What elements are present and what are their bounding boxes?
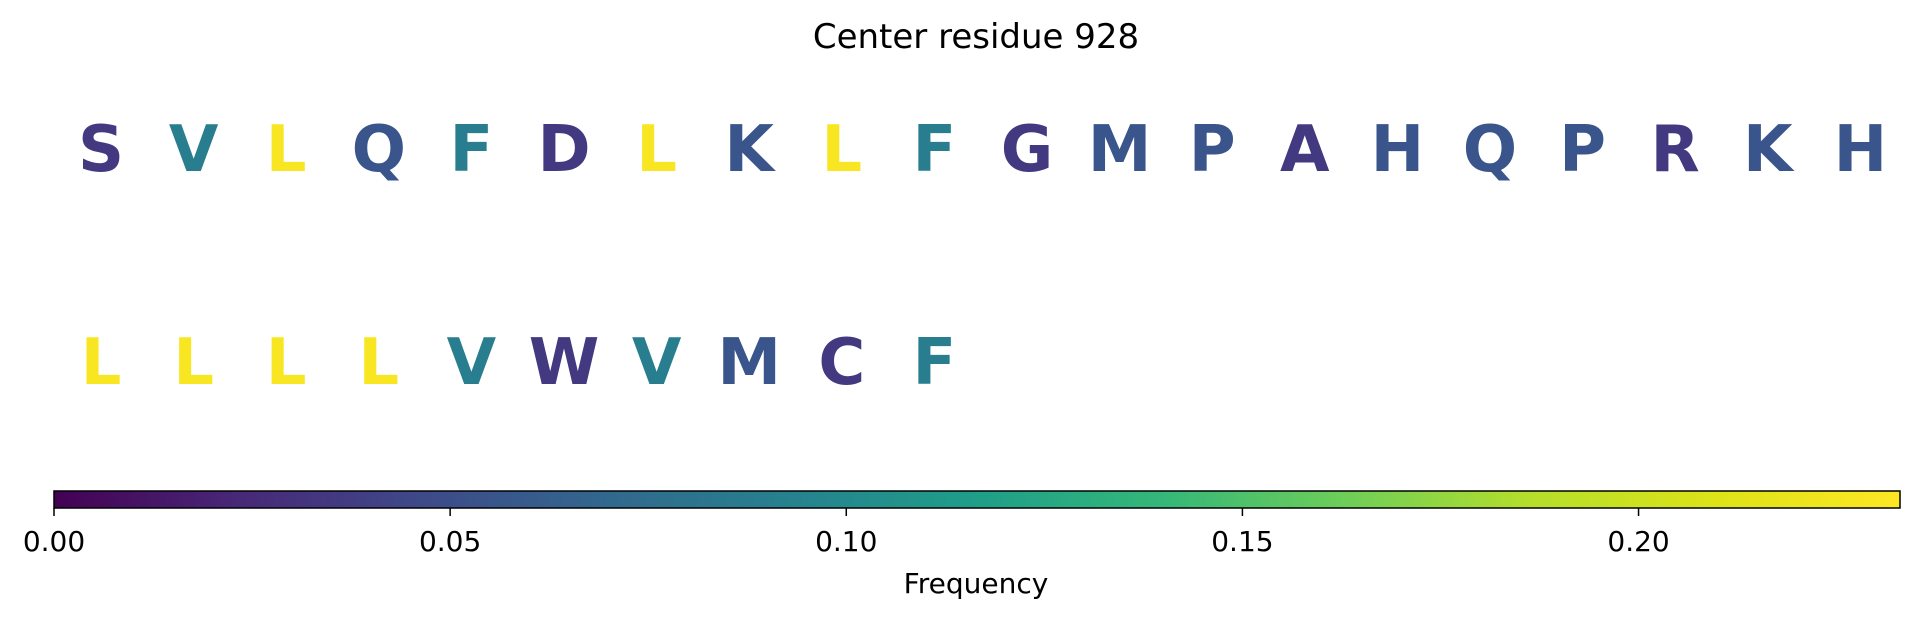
residue-letter: L <box>266 326 307 400</box>
residue-letter: F <box>450 113 494 187</box>
residue-letter: L <box>636 113 677 187</box>
residue-letter: K <box>724 113 776 187</box>
residue-letter: G <box>1001 113 1054 187</box>
residue-letter: D <box>537 113 590 187</box>
residue-letter: V <box>632 326 682 400</box>
residue-letter: H <box>1834 113 1888 187</box>
residue-letter: L <box>266 113 307 187</box>
residue-letter: W <box>529 326 600 400</box>
chart-title: Center residue 928 <box>813 17 1139 57</box>
colorbar-tick-label: 0.10 <box>815 525 877 558</box>
residue-letter: F <box>913 326 957 400</box>
colorbar-label: Frequency <box>904 567 1049 600</box>
residue-letter: A <box>1280 113 1330 187</box>
residue-letter: P <box>1189 113 1236 187</box>
colorbar-tick-label: 0.05 <box>419 525 481 558</box>
residue-letter: F <box>913 113 957 187</box>
residue-letter: Q <box>1463 113 1517 187</box>
residue-letter: Q <box>352 113 406 187</box>
residue-letter: R <box>1651 113 1700 187</box>
residue-letter: L <box>81 326 122 400</box>
residue-letter: K <box>1743 113 1795 187</box>
colorbar-tick-label: 0.00 <box>23 525 85 558</box>
colorbar-tick-label: 0.20 <box>1607 525 1669 558</box>
residue-letter: H <box>1371 113 1425 187</box>
colorbar-tick-label: 0.15 <box>1211 525 1273 558</box>
colorbar-ticks: 0.00 0.05 0.10 0.15 0.20 <box>23 508 1670 558</box>
residue-letter: M <box>1088 113 1152 187</box>
residue-letter: S <box>78 113 124 187</box>
residue-letter: C <box>818 326 865 400</box>
residue-letter: L <box>821 113 862 187</box>
residue-letter: V <box>447 326 497 400</box>
residue-letter: P <box>1559 113 1606 187</box>
residue-letter: M <box>717 326 781 400</box>
colorbar <box>53 490 1901 509</box>
residue-letter: L <box>358 326 399 400</box>
residue-letter: V <box>169 113 219 187</box>
residue-letter: L <box>173 326 214 400</box>
